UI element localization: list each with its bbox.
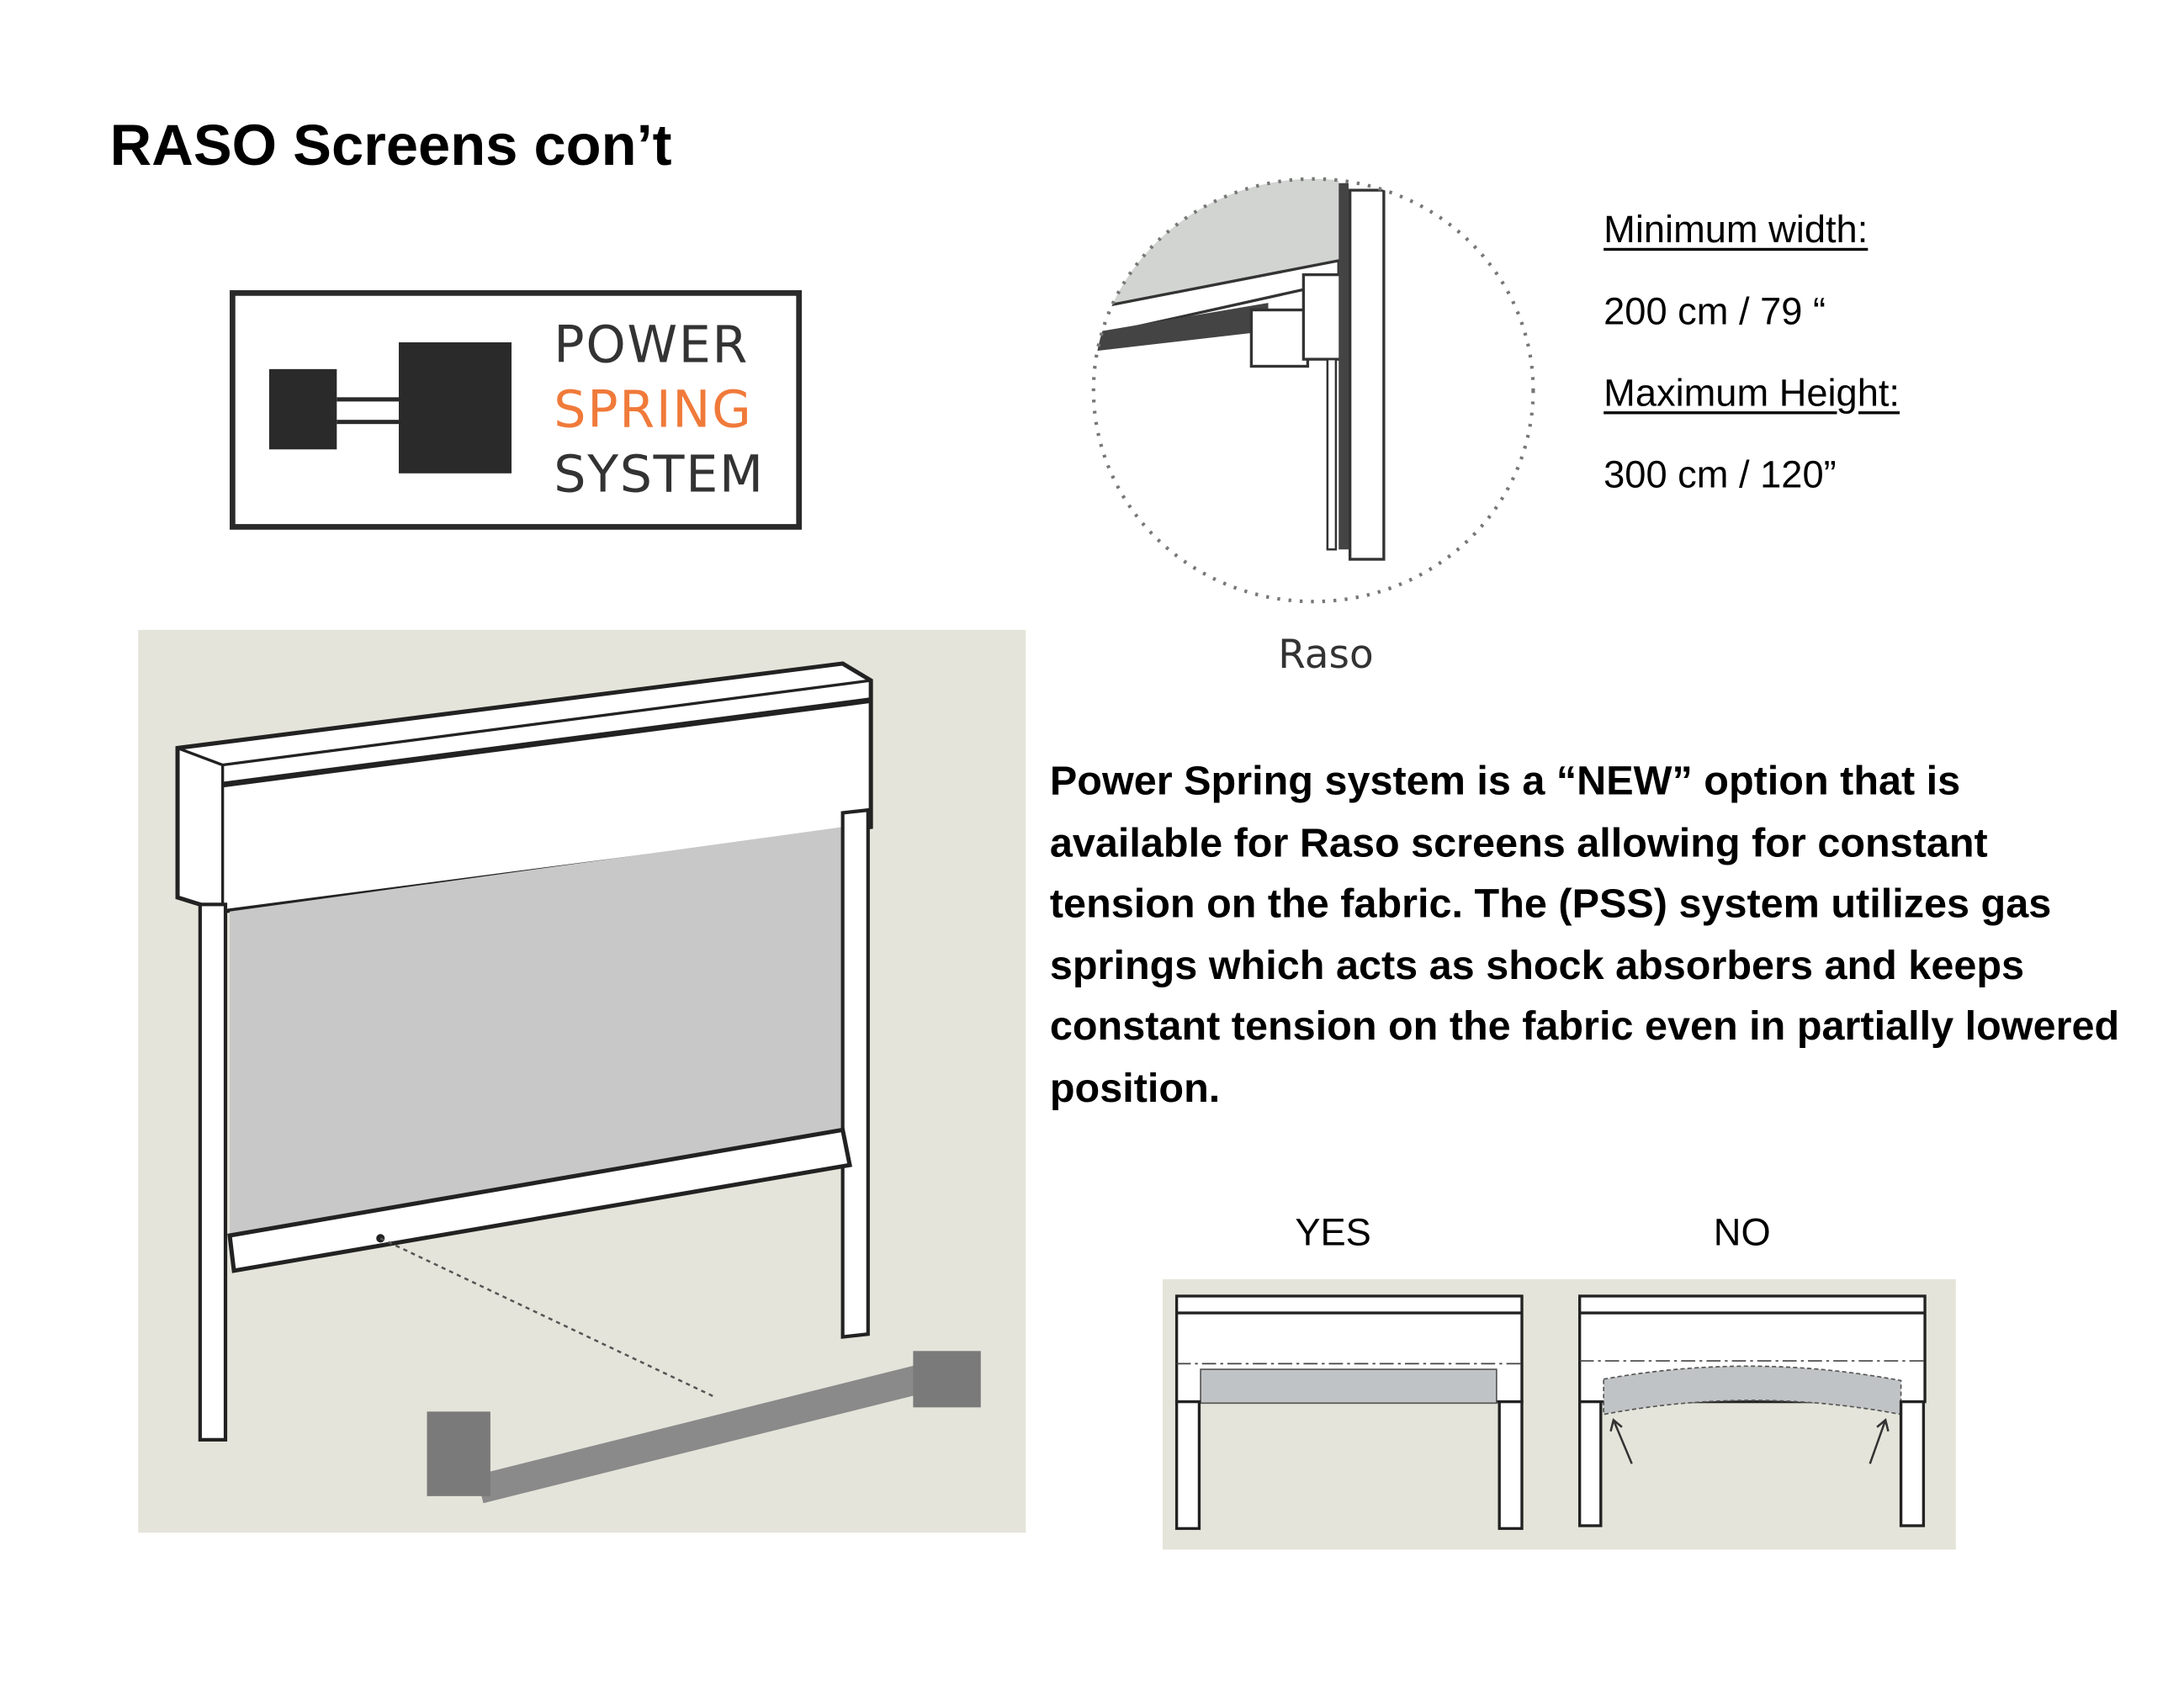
yes-label: YES — [1295, 1211, 1371, 1254]
detail-caption: Raso — [1278, 631, 1374, 678]
min-width-value: 200 cm / 79 “ — [1604, 290, 1826, 333]
logo-word-power: POWER — [554, 316, 750, 375]
max-height-value: 300 cm / 120” — [1604, 453, 1837, 496]
logo-word-system: SYSTEM — [554, 446, 765, 505]
logo-large-block — [399, 342, 512, 474]
arrow-icon — [1612, 1419, 1633, 1464]
dotted-circle — [1091, 177, 1535, 604]
yes-diagram — [1174, 1294, 1524, 1531]
min-width-label: Minimum width: — [1604, 208, 1869, 251]
no-label: NO — [1713, 1211, 1771, 1254]
logo-small-block — [268, 368, 337, 450]
tension-comparison-diagram — [1162, 1278, 1956, 1550]
power-spring-system-logo: POWER SPRING SYSTEM — [230, 290, 803, 530]
logo-connector — [337, 420, 400, 425]
max-height-label: Maximum Height: — [1604, 372, 1900, 415]
arrow-icon — [1869, 1419, 1887, 1464]
page-title: RASO Screens con’t — [109, 113, 672, 178]
detail-circle-illustration — [1091, 177, 1535, 604]
logo-connector — [337, 397, 400, 402]
no-diagram — [1577, 1294, 1927, 1527]
logo-word-spring: SPRING — [554, 381, 753, 440]
raso-screen-illustration — [138, 629, 1026, 1533]
description-paragraph: Power Spring system is a “NEW” option th… — [1049, 759, 2120, 1111]
